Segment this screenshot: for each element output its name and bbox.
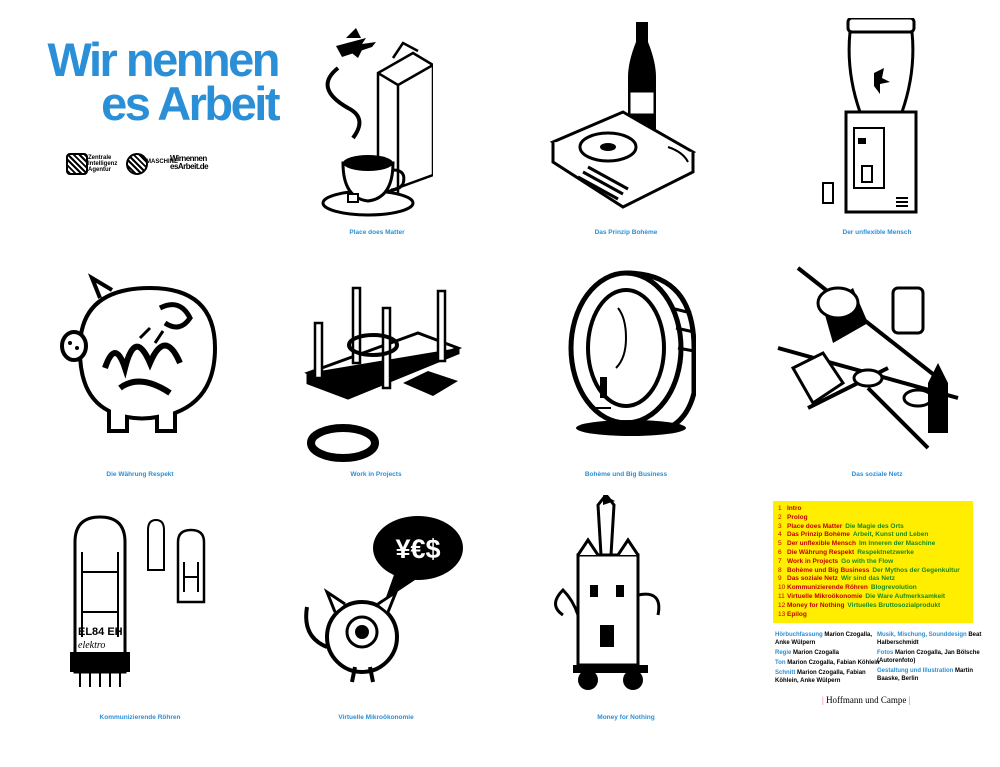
- water-cooler-illustration: [822, 18, 918, 214]
- credit-entry: Musik, Mischung, Sounddesign Beat Halber…: [877, 632, 982, 646]
- caption-boheme-big-business: Bohème und Big Business: [584, 471, 668, 478]
- credits-left-column: Hörbuchfassung Marion Czogalla, Anke Wül…: [775, 631, 880, 687]
- bottle-turntable-illustration: [549, 22, 697, 209]
- credits-right-column: Musik, Mischung, Sounddesign Beat Halber…: [877, 631, 982, 685]
- caption-unflexible-mensch: Der unflexible Mensch: [842, 229, 912, 236]
- currency-bubble-text: ¥€$: [395, 534, 440, 564]
- caption-waehrung-respekt: Die Währung Respekt: [106, 471, 174, 478]
- zia-logo-text: Zentrale Intelligenz Agentur: [88, 155, 118, 173]
- vacuum-tubes-illustration: EL84 EH elektro: [70, 515, 206, 687]
- cat-currency-illustration: ¥€$: [304, 516, 463, 683]
- tube-brand: elektro: [78, 640, 105, 651]
- cover-title: Wir nennen es Arbeit: [28, 33, 281, 130]
- ring-toss-illustration: [304, 286, 463, 462]
- caption-virtuelle-mikrooekonomie: Virtuelle Mikroökonomie: [338, 714, 414, 721]
- caption-money-for-nothing: Money for Nothing: [597, 714, 655, 721]
- caption-work-in-projects: Work in Projects: [350, 471, 402, 478]
- title-line-1: Wir nennen: [47, 33, 281, 86]
- logo-row: Zentrale Intelligenz Agentur MASCHINE Wi…: [66, 153, 266, 181]
- credit-entry: Schnitt Marion Czogalla, Fabian Köhlein,…: [775, 670, 866, 684]
- credit-entry: Gestaltung und Illustration Martin Baask…: [877, 668, 974, 682]
- website-logo: Wirnennen esArbeit.de: [170, 154, 209, 171]
- castle-on-wheels-illustration: [554, 495, 661, 690]
- title-line-2: es Arbeit: [101, 77, 280, 130]
- credit-entry: Ton Marion Czogalla, Fabian Köhlein: [775, 660, 880, 666]
- credit-entry: Fotos Marion Czogalla, Jan Bölsche (Auto…: [877, 650, 980, 664]
- credit-entry: Hörbuchfassung Marion Czogalla, Anke Wül…: [775, 632, 873, 646]
- hoerspiel-machine-logo-icon: [126, 153, 148, 175]
- publisher-name: | Hoffmann und Campe |: [822, 695, 911, 705]
- machine-logo-text: MASCHINE: [146, 159, 179, 165]
- caption-kommunizierende-roehren: Kommunizierende Röhren: [99, 714, 181, 721]
- piggy-bank-illustration: [60, 273, 218, 433]
- social-network-illustration: [777, 266, 959, 450]
- credit-entry: Regie Marion Czogalla: [775, 650, 840, 656]
- caption-soziale-netz: Das soziale Netz: [851, 471, 903, 478]
- caption-place-does-matter: Place does Matter: [349, 229, 405, 236]
- tube-label: EL84 EH: [78, 626, 123, 638]
- zia-logo-icon: [66, 153, 88, 175]
- hamster-wheel-illustration: [568, 270, 696, 436]
- caption-prinzip-boheme: Das Prinzip Bohème: [594, 229, 658, 236]
- airplane-coffee-illustration: [321, 28, 433, 217]
